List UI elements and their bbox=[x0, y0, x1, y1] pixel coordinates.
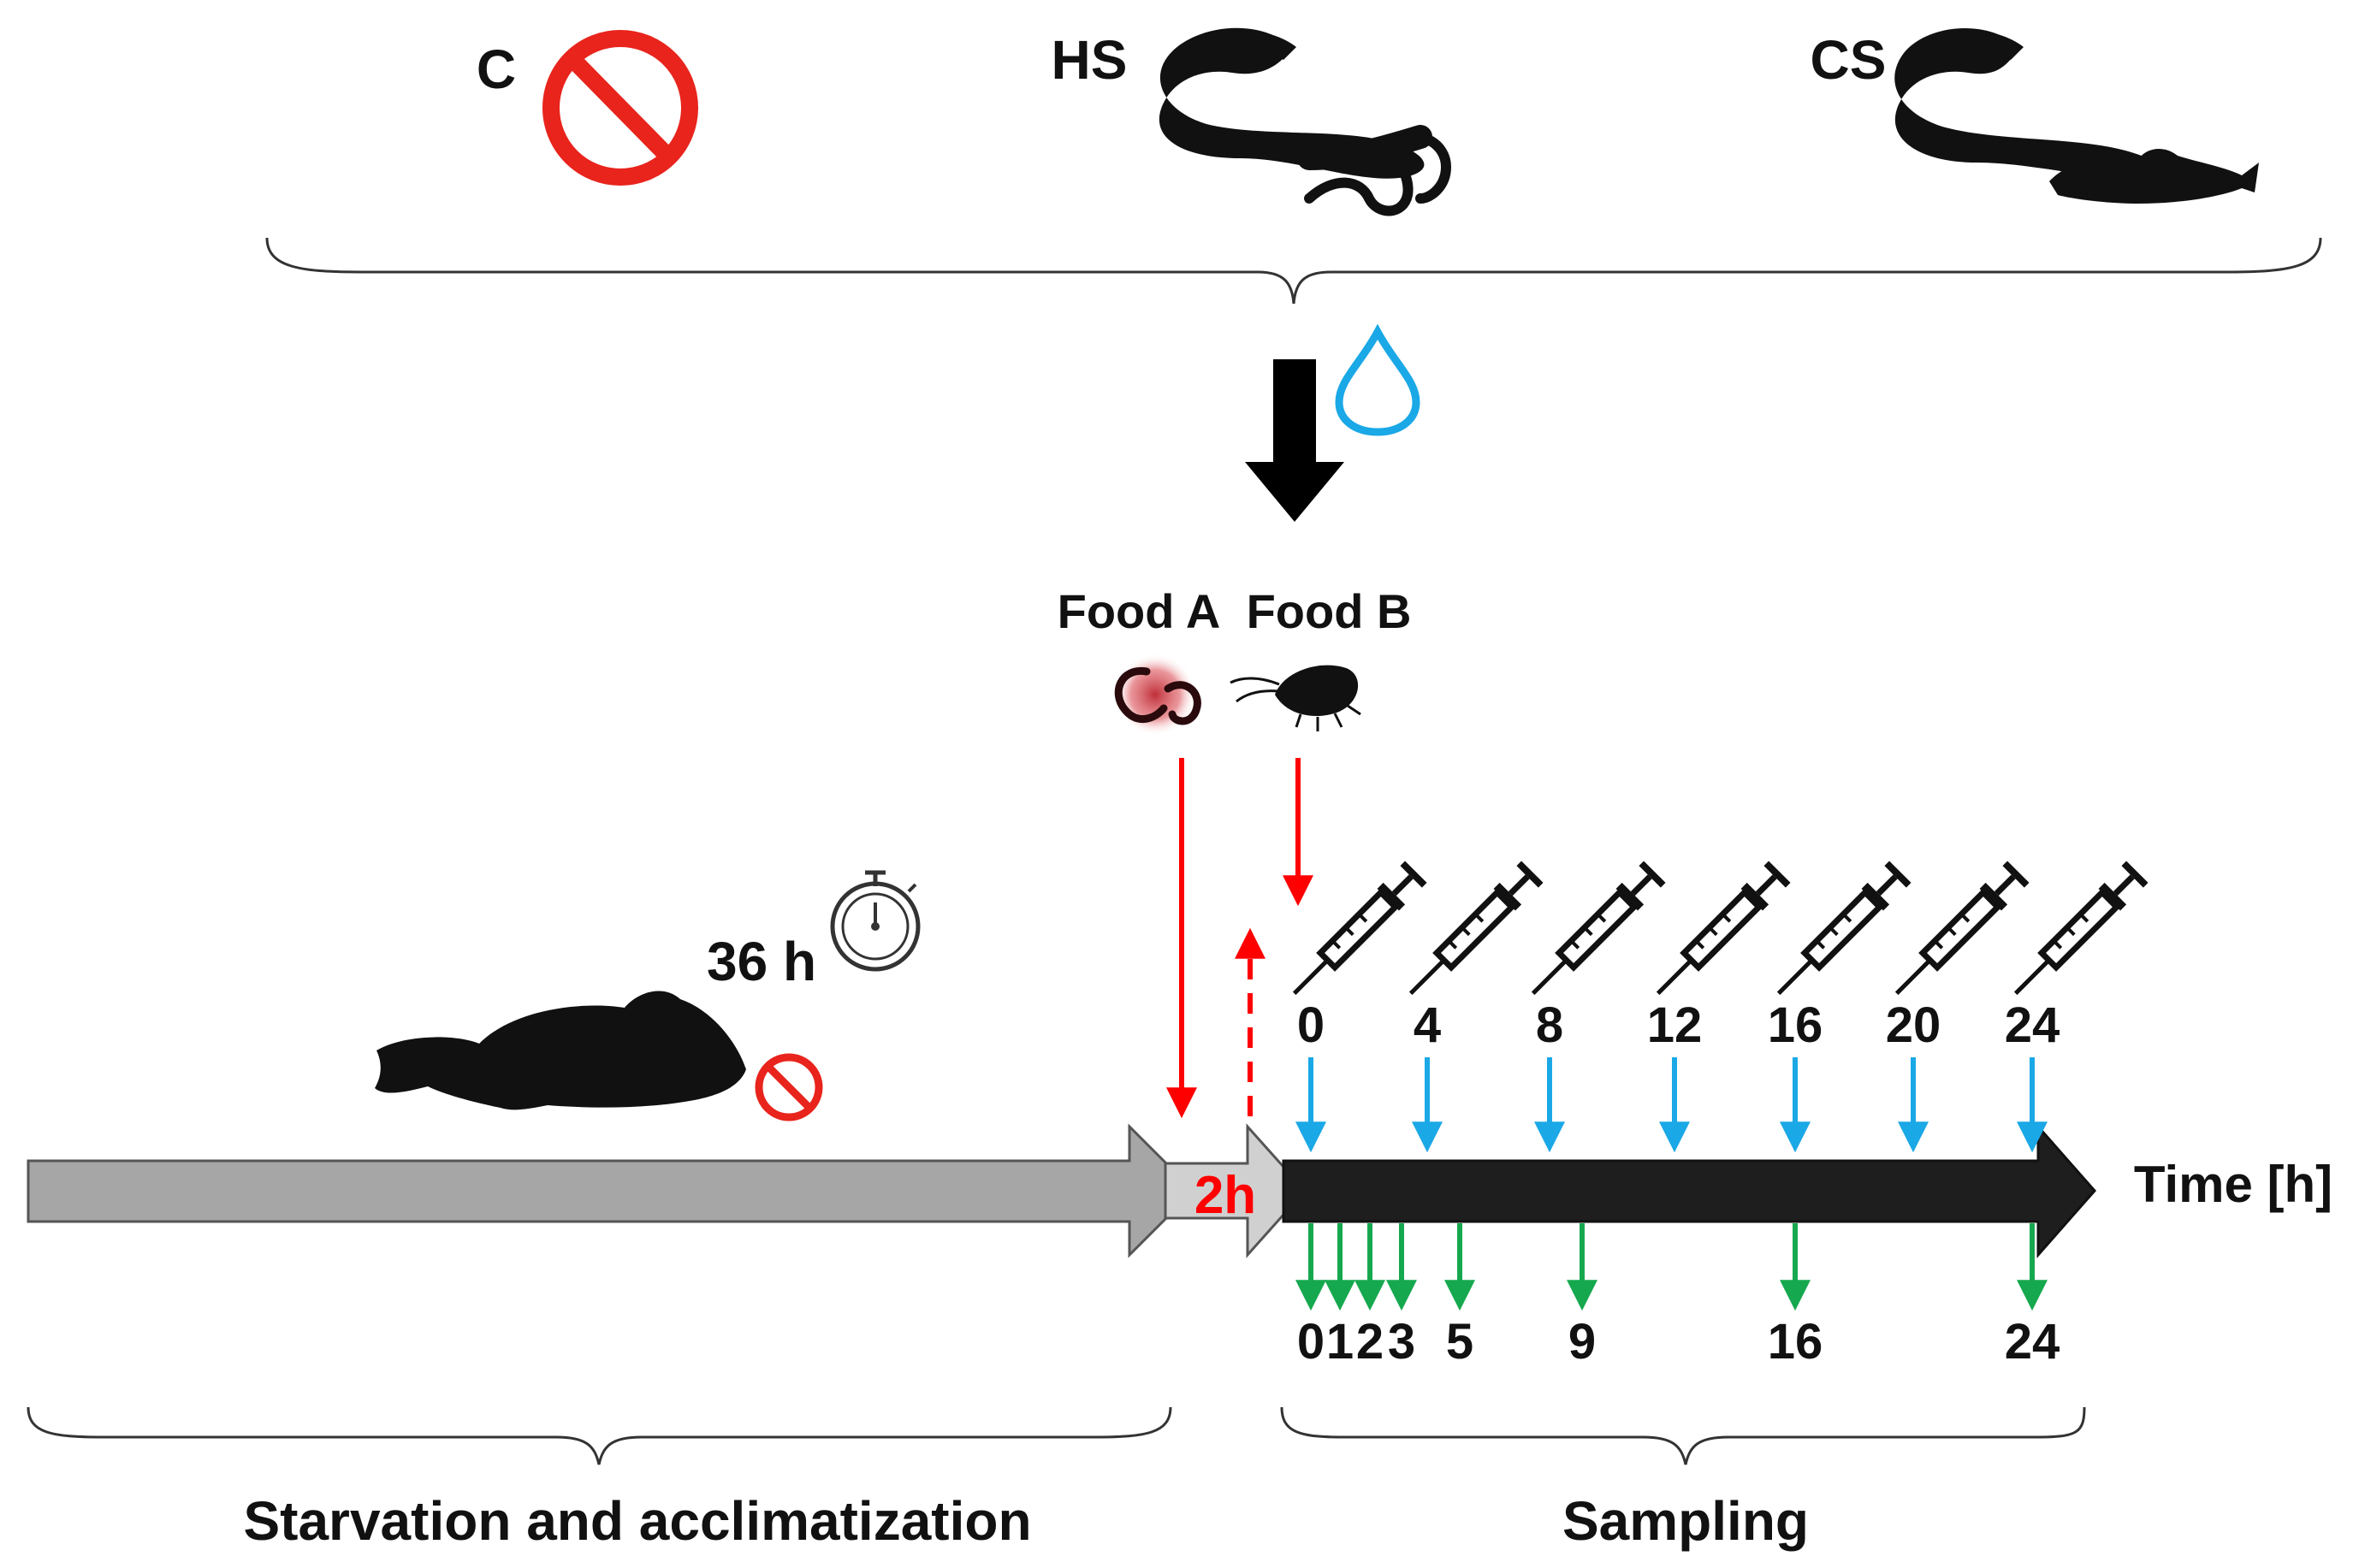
sampling-time-top-label: 8 bbox=[1536, 997, 1563, 1053]
treatment-label-hs: HS bbox=[1052, 29, 1128, 91]
food-a-label: Food A bbox=[1058, 584, 1221, 638]
time-axis-label: Time [h] bbox=[2134, 1156, 2332, 1213]
syringe-icon bbox=[1656, 861, 1791, 996]
starvation-phase-bar bbox=[27, 1123, 1196, 1258]
treatment-label-cs: CS bbox=[1811, 29, 1887, 91]
sampling-time-top-label: 16 bbox=[1768, 997, 1823, 1053]
green-sampling-arrows bbox=[1295, 1223, 2048, 1311]
sampling-time-top-label: 20 bbox=[1886, 997, 1941, 1053]
water-drop-icon bbox=[1335, 323, 1420, 436]
goby-fish-icon bbox=[375, 991, 746, 1110]
sampling-time-bottom-label: 9 bbox=[1568, 1314, 1596, 1370]
treatment-c: C bbox=[477, 30, 698, 186]
food-b-label: Food B bbox=[1247, 584, 1412, 638]
prohibition-icon bbox=[542, 30, 698, 186]
syringe-row bbox=[1292, 861, 2149, 996]
syringe-icon bbox=[2013, 861, 2149, 996]
starvation-brace bbox=[27, 1406, 1172, 1465]
syringe-icon bbox=[1776, 861, 1912, 996]
stopwatch-icon bbox=[830, 870, 921, 972]
syringe-icon bbox=[1292, 861, 1427, 996]
blue-sampling-arrows bbox=[1295, 1057, 2048, 1153]
sampling-time-bottom-label: 0 bbox=[1297, 1314, 1325, 1370]
syringe-icon bbox=[1531, 861, 1666, 996]
sampling-time-bottom-label: 2 bbox=[1356, 1314, 1384, 1370]
sampling-time-bottom-label: 1 bbox=[1326, 1314, 1354, 1370]
sampling-time-bottom-label: 16 bbox=[1768, 1314, 1823, 1370]
sampling-time-bottom-label: 24 bbox=[2005, 1314, 2060, 1370]
sampling-phase-label: Sampling bbox=[1562, 1490, 1809, 1552]
bloodworm-icon bbox=[1114, 654, 1201, 736]
treatment-cs: CS bbox=[1811, 27, 2259, 204]
sampling-times-top: 0 4 8 12 16 20 24 bbox=[1297, 997, 2060, 1053]
gap-duration-label: 2h bbox=[1194, 1166, 1256, 1225]
sampling-phase-bar bbox=[1282, 1123, 2096, 1258]
amphipod-shrimp-icon bbox=[1230, 665, 1361, 731]
sampling-time-top-label: 12 bbox=[1647, 997, 1703, 1053]
sampling-brace bbox=[1280, 1406, 2086, 1465]
treatment-label-c: C bbox=[477, 38, 516, 100]
eel-with-worm-icon bbox=[1159, 27, 1452, 216]
sampling-time-bottom-label: 5 bbox=[1446, 1314, 1473, 1370]
syringe-icon bbox=[1894, 861, 2030, 996]
prohibition-icon bbox=[755, 1053, 823, 1121]
gap-phase-bar bbox=[1164, 1123, 1307, 1258]
sampling-time-top-label: 4 bbox=[1414, 997, 1441, 1053]
starvation-duration-label: 36 h bbox=[707, 931, 816, 992]
sampling-time-bottom-label: 3 bbox=[1388, 1314, 1415, 1370]
syringe-icon bbox=[1408, 861, 1544, 996]
treatment-hs: HS bbox=[1052, 27, 1452, 216]
sampling-time-top-label: 24 bbox=[2005, 997, 2060, 1053]
treatments-brace bbox=[265, 237, 2322, 305]
water-exposure-arrow bbox=[1245, 359, 1344, 522]
eel-with-fish-icon bbox=[1894, 27, 2259, 204]
starvation-phase-label: Starvation and acclimatization bbox=[243, 1490, 1031, 1552]
sampling-time-top-label: 0 bbox=[1297, 997, 1325, 1053]
